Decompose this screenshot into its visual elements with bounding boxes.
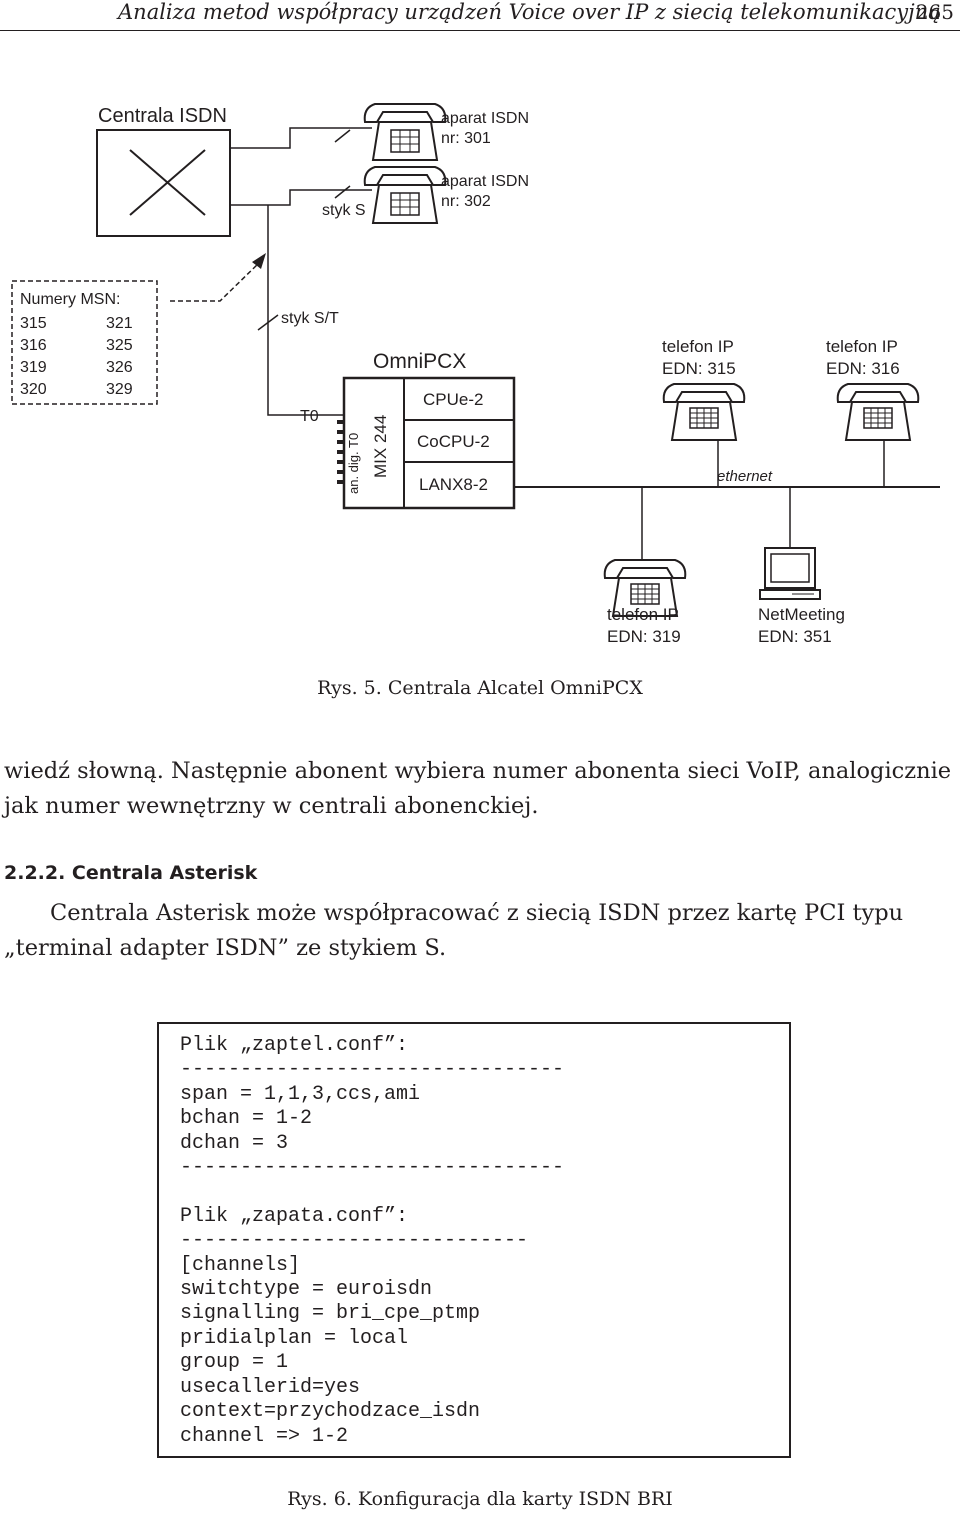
header-rule xyxy=(0,30,960,31)
svg-text:an. dig. T0: an. dig. T0 xyxy=(346,433,361,494)
svg-text:320: 320 xyxy=(20,381,47,398)
t0-label: T0 xyxy=(300,408,319,425)
computer-icon xyxy=(759,547,821,600)
isdn-phone-301-icon xyxy=(363,103,447,161)
svg-text:MIX 244: MIX 244 xyxy=(371,415,390,478)
omnipcx-label: OmniPCX xyxy=(373,350,466,373)
svg-text:325: 325 xyxy=(106,337,133,354)
omnipcx-chassis xyxy=(342,376,516,510)
ethernet-label: ethernet xyxy=(717,468,773,485)
svg-text:EDN: 316: EDN: 316 xyxy=(826,359,900,378)
svg-text:LANX8-2: LANX8-2 xyxy=(419,475,488,494)
svg-text:nr: 302: nr: 302 xyxy=(441,193,491,210)
svg-text:319: 319 xyxy=(20,359,47,376)
paragraph-1: wiedź słowną. Następnie abonent wybiera … xyxy=(4,758,952,819)
svg-text:EDN: 315: EDN: 315 xyxy=(662,359,736,378)
figure5-caption: Rys. 5. Centrala Alcatel OmniPCX xyxy=(317,677,643,699)
section-heading: 2.2.2. Centrala Asterisk xyxy=(4,862,258,884)
central-isdn-box xyxy=(96,129,231,237)
ip-phone-316-icon xyxy=(836,383,920,441)
svg-text:NetMeeting: NetMeeting xyxy=(758,605,845,624)
central-isdn-label: Centrala ISDN xyxy=(98,105,227,127)
config-code: Plik „zaptel.conf”: --------------------… xyxy=(180,1034,565,1448)
running-title: Analiza metod współpracy urządzeń Voice … xyxy=(118,0,941,24)
config-code-box: Plik „zaptel.conf”: --------------------… xyxy=(157,1022,791,1458)
svg-text:321: 321 xyxy=(106,315,133,332)
svg-text:326: 326 xyxy=(106,359,133,376)
page-number: 265 xyxy=(915,0,954,24)
svg-text:aparat ISDN: aparat ISDN xyxy=(441,110,529,127)
ip-phone-315-icon xyxy=(662,383,746,441)
svg-text:315: 315 xyxy=(20,315,47,332)
isdn-phone-302-icon xyxy=(363,166,447,224)
msn-box xyxy=(11,280,158,405)
figure6-caption: Rys. 6. Konfiguracja dla karty ISDN BRI xyxy=(287,1488,673,1510)
svg-text:CPUe-2: CPUe-2 xyxy=(423,390,483,409)
svg-text:telefon IP: telefon IP xyxy=(826,337,898,356)
section-paragraph: Centrala Asterisk może współpracować z s… xyxy=(4,900,904,961)
omnipcx-diagram: Centrala ISDN styk S aparat ISDN nr: 301… xyxy=(11,103,940,646)
svg-text:CoCPU-2: CoCPU-2 xyxy=(417,432,490,451)
styk-s-label: styk S xyxy=(322,202,366,219)
svg-text:EDN: 319: EDN: 319 xyxy=(607,627,681,646)
msn-title: Numery MSN: xyxy=(20,291,120,308)
svg-text:nr: 301: nr: 301 xyxy=(441,130,491,147)
svg-text:telefon IP: telefon IP xyxy=(662,337,734,356)
svg-text:316: 316 xyxy=(20,337,47,354)
svg-text:329: 329 xyxy=(106,381,133,398)
svg-text:EDN: 351: EDN: 351 xyxy=(758,627,832,646)
svg-text:aparat ISDN: aparat ISDN xyxy=(441,173,529,190)
styk-st-label: styk S/T xyxy=(281,310,339,327)
svg-text:telefon IP: telefon IP xyxy=(607,605,679,624)
